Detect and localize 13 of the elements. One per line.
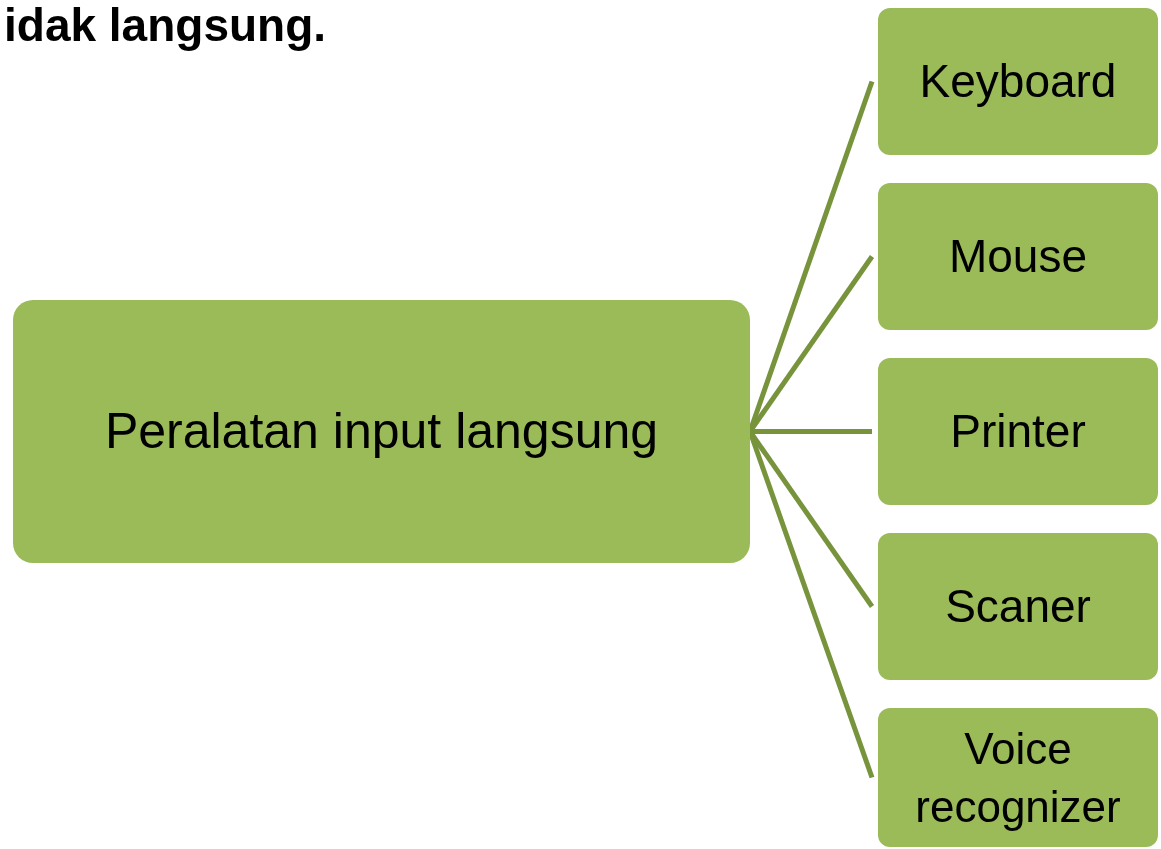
item-box (878, 533, 1158, 680)
item-box (878, 358, 1158, 505)
node-label: Printer (950, 403, 1086, 459)
node-label: Keyboard (919, 53, 1117, 109)
item-box (878, 8, 1158, 155)
category-box (13, 300, 750, 563)
node-label: Peralatan input langsung (104, 402, 659, 461)
connector-line (750, 429, 872, 434)
item-box (878, 708, 1158, 847)
node-label: Mouse (948, 228, 1088, 284)
node-label: Voice recognizer (914, 723, 1122, 833)
node-label: Scaner (945, 578, 1091, 634)
item-box (878, 183, 1158, 330)
